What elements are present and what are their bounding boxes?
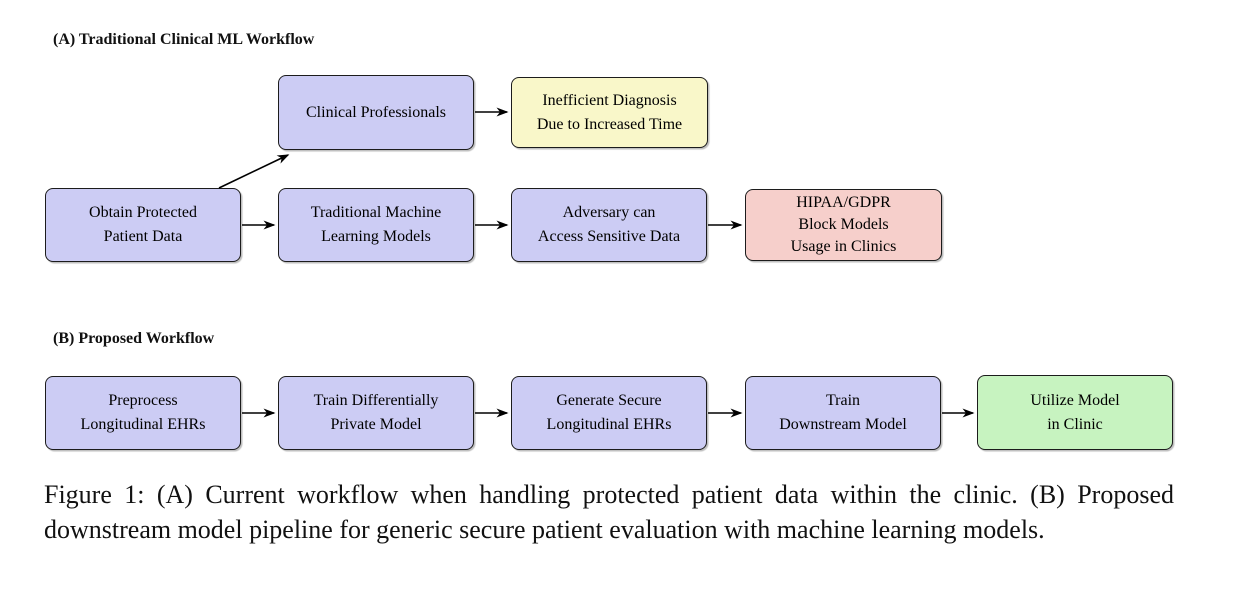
node-adversary-access: Adversary can Access Sensitive Data	[511, 188, 707, 262]
node-text-line: Private Model	[330, 416, 422, 433]
node-text-line: Preprocess	[108, 392, 178, 409]
arrow-obtain-to-clinical	[218, 154, 290, 189]
node-inefficient-diagnosis: Inefficient Diagnosis Due to Increased T…	[511, 77, 708, 148]
node-text-line: Downstream Model	[779, 416, 907, 433]
node-traditional-ml-models: Traditional Machine Learning Models	[278, 188, 474, 262]
node-hipaa-gdpr-block: HIPAA/GDPR Block Models Usage in Clinics	[745, 189, 942, 261]
node-text-line: Traditional Machine	[310, 204, 442, 221]
figure-caption: Figure 1: (A) Current workflow when hand…	[44, 480, 1174, 544]
node-obtain-patient-data: Obtain Protected Patient Data	[45, 188, 241, 262]
node-text-line: Due to Increased Time	[536, 115, 683, 133]
node-text-line: Patient Data	[103, 228, 183, 245]
section-b-label: (B) Proposed Workflow	[53, 330, 215, 347]
node-text-line: Block Models	[798, 216, 889, 233]
node-utilize-model: Utilize Model in Clinic	[977, 375, 1173, 450]
node-text-line: HIPAA/GDPR	[796, 194, 891, 211]
node-text-line: Inefficient Diagnosis	[542, 91, 677, 109]
node-text-line: Usage in Clinics	[790, 238, 897, 255]
node-text-line: Obtain Protected	[89, 204, 197, 221]
node-text-line: Train Differentially	[313, 392, 439, 409]
node-text-line: Generate Secure	[556, 392, 662, 409]
node-text-line: Learning Models	[321, 228, 431, 245]
node-train-dp-model: Train Differentially Private Model	[278, 376, 474, 450]
node-text-line: in Clinic	[1047, 415, 1103, 433]
node-text-line: Utilize Model	[1030, 391, 1120, 409]
node-text-line: Access Sensitive Data	[537, 228, 681, 245]
node-train-downstream-model: Train Downstream Model	[745, 376, 941, 450]
node-text-line: Train	[825, 392, 861, 409]
section-a-label: (A) Traditional Clinical ML Workflow	[53, 31, 315, 48]
node-preprocess-ehrs: Preprocess Longitudinal EHRs	[45, 376, 241, 450]
node-text-line: Adversary can	[562, 204, 656, 221]
node-text-line: Longitudinal EHRs	[80, 416, 206, 433]
node-clinical-professionals: Clinical Professionals	[278, 75, 474, 150]
node-text-line: Clinical Professionals	[306, 103, 446, 121]
node-generate-secure-ehrs: Generate Secure Longitudinal EHRs	[511, 376, 707, 450]
node-text-line: Longitudinal EHRs	[546, 416, 672, 433]
